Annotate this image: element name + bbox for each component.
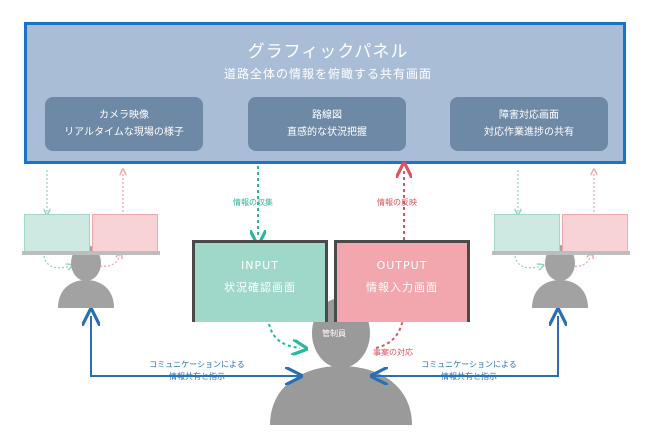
card-route-map: 路線図 直感的な状況把握 (248, 97, 406, 151)
panel-subtitle: 道路全体の情報を俯瞰する共有画面 (223, 67, 432, 81)
comm-line1: コミュニケーションによる (149, 360, 245, 369)
input-monitor-title: INPUT (241, 259, 279, 272)
card-incident-screen: 障害対応画面 対応作業進捗の共有 (450, 97, 608, 151)
card-title: 障害対応画面 (499, 110, 559, 121)
left-output-screen (92, 214, 158, 252)
right-output-screen (562, 214, 628, 252)
left-desk-base (22, 251, 160, 255)
left-input-screen (24, 214, 90, 252)
response-label: 事案の対応 (373, 348, 413, 357)
card-camera-video: カメラ映像 リアルタイムな現場の様子 (45, 97, 203, 151)
reflect-label: 情報の反映 (377, 198, 417, 207)
output-monitor-title: OUTPUT (376, 259, 428, 272)
card-description: 対応作業進捗の共有 (484, 127, 574, 138)
right-desk-base (492, 251, 630, 255)
operator-label: 管制員 (322, 329, 346, 338)
graphic-panel: グラフィックパネル 道路全体の情報を俯瞰する共有画面 カメラ映像 リアルタイムな… (24, 22, 626, 164)
card-title: カメラ映像 (99, 110, 149, 121)
right-input-screen (494, 214, 560, 252)
left-input-curve (43, 255, 70, 268)
comm-line2: 情報共有と指示 (441, 372, 497, 381)
comm-line1: コミュニケーションによる (421, 360, 517, 369)
input-monitor: INPUT 状況確認画面 (192, 240, 328, 322)
output-monitor: OUTPUT 情報入力画面 (334, 240, 470, 322)
input-monitor-subtitle: 状況確認画面 (224, 281, 296, 294)
comm-line2: 情報共有と指示 (169, 372, 225, 381)
card-description: リアルタイムな現場の様子 (64, 127, 184, 138)
card-title: 路線図 (312, 110, 342, 121)
panel-title: グラフィックパネル (247, 42, 409, 62)
output-monitor-subtitle: 情報入力画面 (366, 281, 438, 294)
left-communication-label: コミュニケーションによる 情報共有と指示 (112, 359, 282, 383)
left-output-curve (99, 255, 120, 267)
collect-label: 情報の収集 (233, 198, 273, 207)
right-communication-label: コミュニケーションによる 情報共有と指示 (384, 359, 554, 383)
input-to-operator-arrow (267, 317, 300, 348)
right-input-curve (514, 255, 541, 268)
card-description: 直感的な状況把握 (287, 127, 367, 138)
